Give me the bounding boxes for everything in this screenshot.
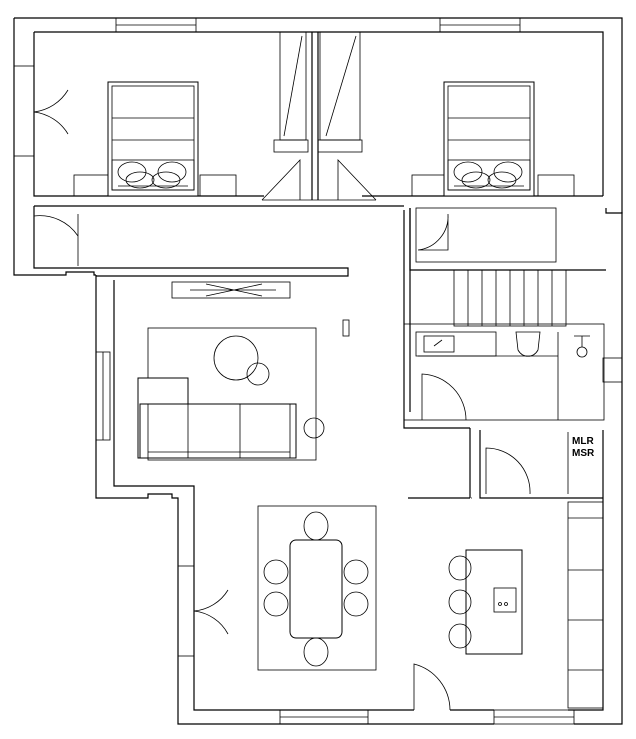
kitchen-island: [448, 549, 523, 655]
kitchen-counter: [567, 501, 604, 709]
utility-room: MLR MSR: [408, 432, 595, 499]
staircase: [453, 269, 567, 327]
dining-area: [257, 505, 377, 671]
utility-label-bottom: MSR: [572, 448, 595, 459]
front-door: [413, 663, 451, 711]
utility-label-top: MLR: [572, 436, 594, 447]
bathroom: [403, 323, 605, 421]
dining-double-door: [177, 565, 229, 657]
wardrobe-closets: [273, 31, 363, 200]
bedroom-doors: [261, 158, 377, 201]
hallway: [33, 205, 557, 277]
left-entry-door: [13, 65, 69, 157]
windows: [73, 17, 623, 725]
bed-right: [443, 81, 535, 197]
bed-left: [107, 81, 199, 197]
sofa: [137, 377, 325, 459]
